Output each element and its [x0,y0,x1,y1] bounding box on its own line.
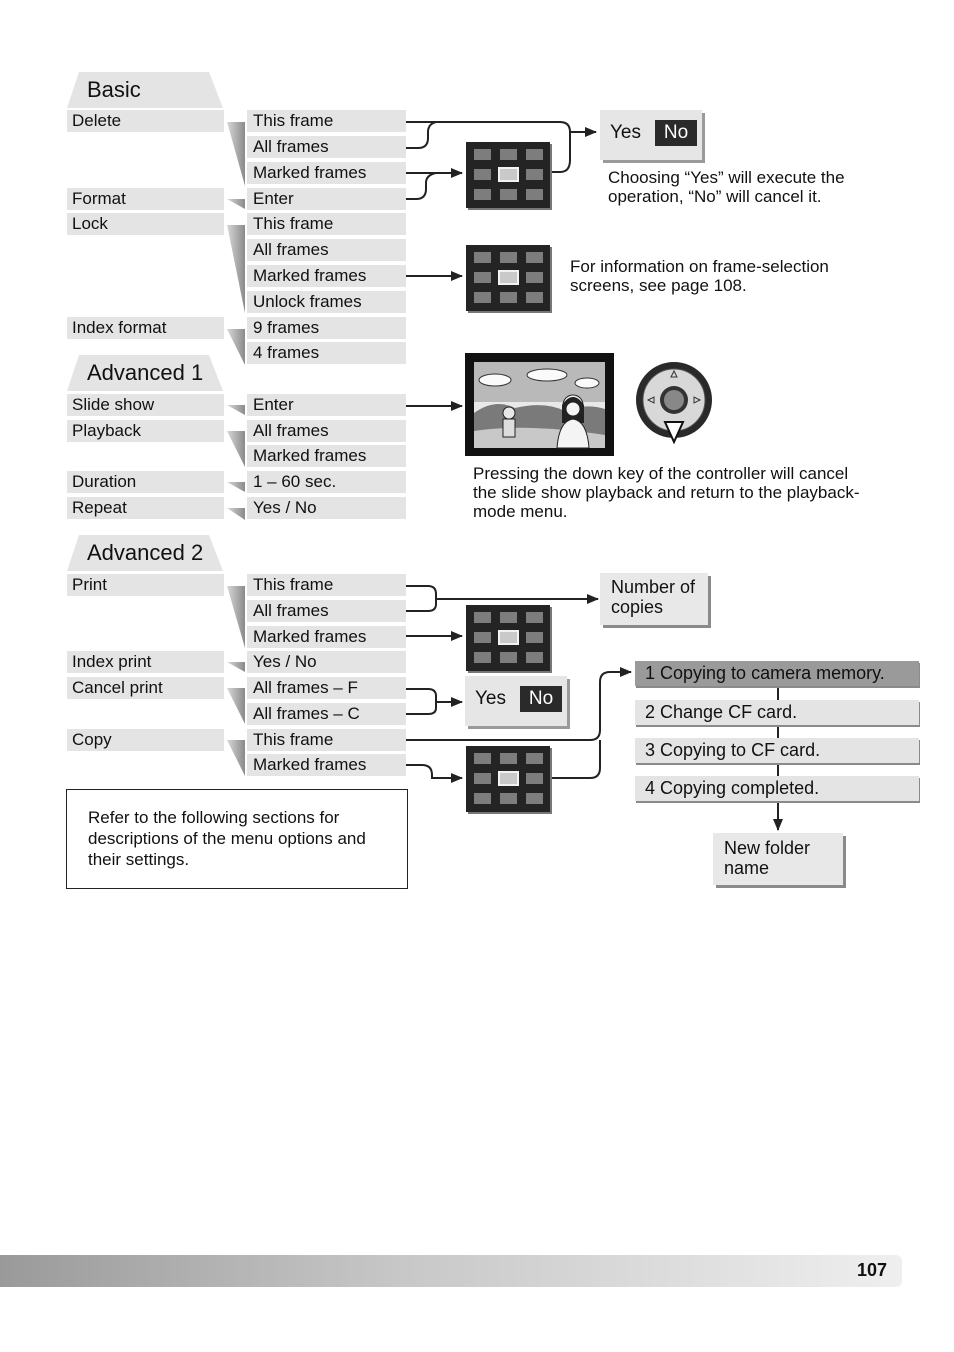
option-item: This frame [247,213,406,235]
number-of-copies-box: Number of copies [600,573,708,625]
new-folder-name-label: New folder name [724,838,811,878]
option-item: Marked frames [247,162,406,184]
menu-item-cancel-print: Cancel print [67,677,224,699]
menu-item-slide-show: Slide show [67,394,224,416]
yes-no-dialog: Yes No [465,676,567,726]
option-item: All frames [247,420,406,442]
yes-option: Yes [475,688,506,709]
frame-selection-screen-icon [466,605,550,671]
option-item: Marked frames [247,445,406,467]
number-of-copies-label: Number of copies [611,577,696,617]
option-item: All frames [247,600,406,622]
option-item: 4 frames [247,342,406,364]
yes-no-dialog: Yes No [600,110,702,160]
option-item: Unlock frames [247,291,406,313]
menu-item-playback: Playback [67,420,224,442]
connector-wedge [227,482,245,492]
copy-step-3: 3 Copying to CF card. [635,738,919,763]
section-title: Advanced 1 [87,360,204,385]
option-item: 9 frames [247,317,406,339]
option-item: Yes / No [247,651,406,673]
controller-down-key-icon [636,362,712,444]
note-frame-selection: For information on frame-selection scree… [570,257,829,295]
menu-item-print: Print [67,574,224,596]
menu-item-copy: Copy [67,729,224,751]
option-item: This frame [247,574,406,596]
reference-note-box: Refer to the following sections for desc… [66,789,408,889]
option-item: Marked frames [247,754,406,776]
menu-item-lock: Lock [67,213,224,235]
menu-item-delete: Delete [67,110,224,132]
option-item: Enter [247,394,406,416]
no-option: No [655,120,697,146]
menu-item-repeat: Repeat [67,497,224,519]
option-item: Yes / No [247,497,406,519]
section-title: Advanced 2 [87,540,204,565]
slide-show-photo [465,353,614,456]
option-item: All frames – F [247,677,406,699]
menu-item-duration: Duration [67,471,224,493]
option-item: Enter [247,188,406,210]
copy-step-1: 1 Copying to camera memory. [635,661,919,686]
menu-item-index-print: Index print [67,651,224,673]
page-number: 107 [856,1260,887,1280]
menu-item-index-format: Index format [67,317,224,339]
no-option: No [520,686,562,712]
option-item: Marked frames [247,626,406,648]
note-slide-show: Pressing the down key of the controller … [473,464,860,521]
connector-wedge [227,662,245,672]
option-item: All frames – C [247,703,406,725]
menu-item-format: Format [67,188,224,210]
new-folder-name-box: New folder name [713,833,843,885]
option-item: 1 – 60 sec. [247,471,406,493]
connector-wedge [227,405,245,415]
frame-selection-screen-icon [466,142,550,208]
section-tab-advanced2: Advanced 2 [67,535,223,571]
option-item: This frame [247,729,406,751]
section-title: Basic [87,77,141,102]
note-yes-no: Choosing “Yes” will execute the operatio… [608,168,845,206]
option-item: All frames [247,136,406,158]
option-item: All frames [247,239,406,261]
yes-option: Yes [610,122,641,143]
footer-bar: 107 [0,1255,902,1287]
frame-selection-screen-icon [466,245,550,311]
copy-step-2: 2 Change CF card. [635,700,919,725]
section-tab-basic: Basic [67,72,223,108]
option-item: This frame [247,110,406,132]
frame-selection-screen-icon [466,746,550,812]
copy-step-4: 4 Copying completed. [635,776,919,801]
connector-wedge [227,199,245,209]
section-tab-advanced1: Advanced 1 [67,355,223,391]
reference-note-text: Refer to the following sections for desc… [88,808,366,869]
option-item: Marked frames [247,265,406,287]
